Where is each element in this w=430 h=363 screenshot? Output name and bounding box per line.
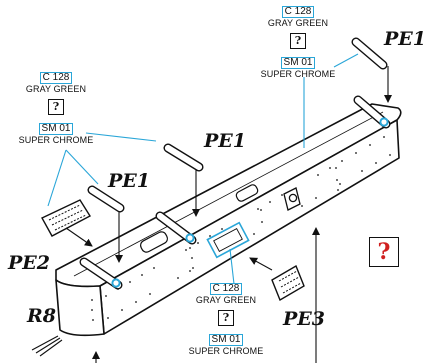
- rivet-dots: [91, 136, 391, 321]
- grab-handles: [79, 37, 391, 290]
- unknown-mark-box: ?: [369, 237, 399, 267]
- part-label-r8: R8: [27, 305, 57, 327]
- color-code-box: C 128: [209, 283, 243, 295]
- top-slot-mid: [235, 184, 259, 202]
- chrome-name: SUPER CHROME: [188, 346, 264, 356]
- callout-top-left: C 128 GRAY GREEN ? SM 01 SUPER CHROME: [8, 68, 104, 145]
- unknown-color-box: ?: [48, 99, 64, 115]
- bumper-body: [55, 103, 402, 337]
- chrome-code-box: SM 01: [280, 57, 316, 69]
- color-name: GRAY GREEN: [195, 295, 257, 305]
- pe3-plate: [271, 264, 305, 302]
- color-code-box: C 128: [39, 72, 73, 84]
- part-label-pe1-left: PE1: [108, 170, 150, 192]
- part-label-pe1-mid: PE1: [204, 130, 246, 152]
- color-code-box: C 128: [281, 6, 315, 18]
- unknown-color-box: ?: [218, 310, 234, 326]
- plate-mount-inner: [213, 227, 243, 253]
- color-name: GRAY GREEN: [267, 18, 329, 28]
- part-label-pe2: PE2: [8, 252, 50, 274]
- part-label-pe3: PE3: [283, 308, 325, 330]
- callout-bottom-mid: C 128 GRAY GREEN ? SM 01 SUPER CHROME: [176, 279, 276, 356]
- callout-top-right: C 128 GRAY GREEN ? SM 01 SUPER CHROME: [248, 2, 348, 79]
- assembly-arrows: [31, 66, 392, 363]
- chrome-code-box: SM 01: [38, 123, 74, 135]
- color-name: GRAY GREEN: [25, 84, 87, 94]
- chrome-name: SUPER CHROME: [18, 135, 94, 145]
- unknown-color-box: ?: [290, 33, 306, 49]
- leader-lines: [47, 53, 359, 285]
- top-ridge-line: [73, 111, 384, 277]
- pe2-plate: [41, 199, 91, 237]
- chrome-code-box: SM 01: [208, 334, 244, 346]
- tow-hook: [283, 187, 301, 211]
- top-slot-left: [139, 231, 169, 253]
- chrome-name: SUPER CHROME: [260, 69, 336, 79]
- bumper-end-face: [55, 279, 105, 337]
- part-label-pe1-top: PE1: [384, 28, 426, 50]
